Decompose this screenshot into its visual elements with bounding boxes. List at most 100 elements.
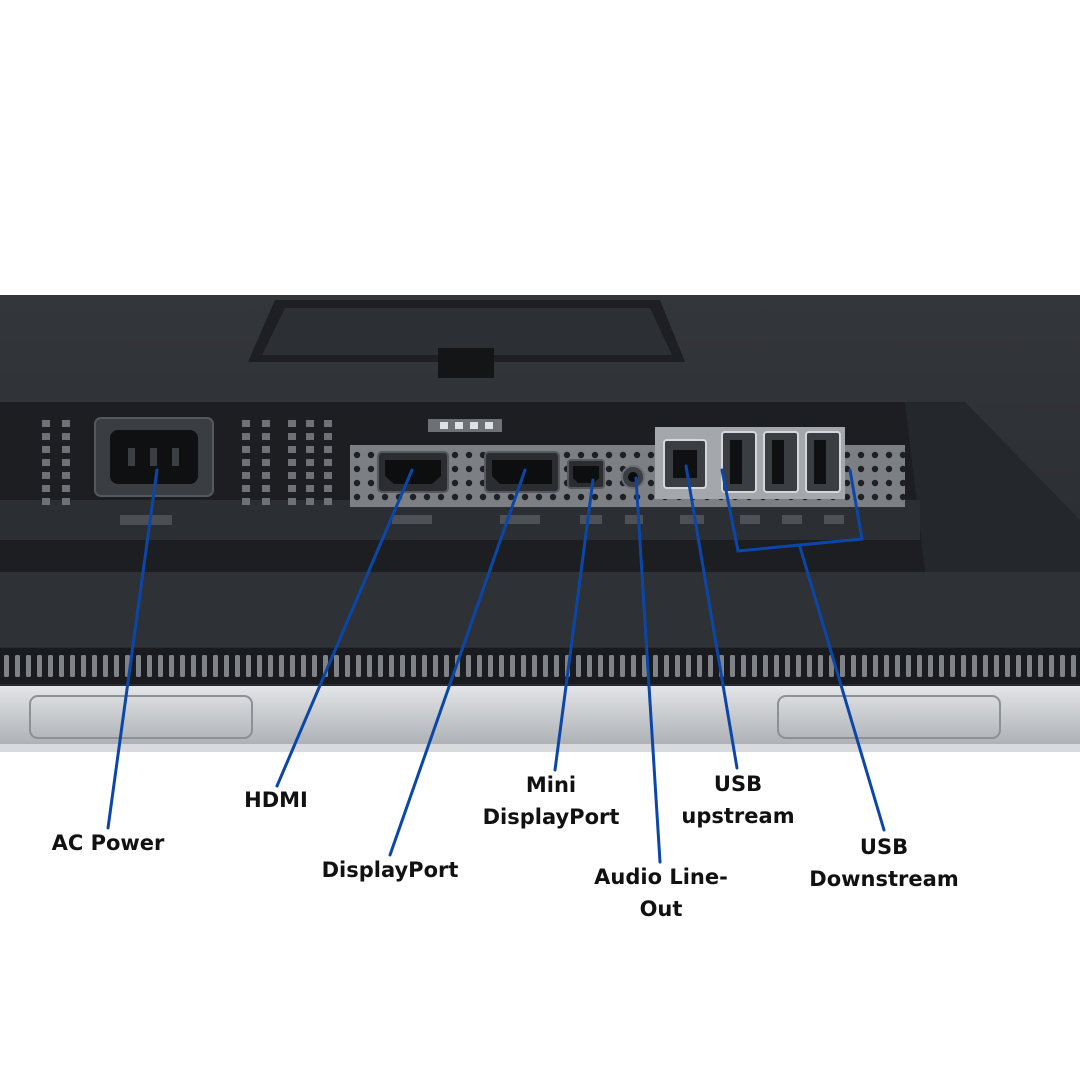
- vent-slot: [697, 655, 702, 677]
- label-mini-displayport: Mini DisplayPort: [482, 773, 620, 829]
- vent-slot: [675, 655, 680, 677]
- vent-slot: [609, 655, 614, 677]
- vent-slot: [1049, 655, 1054, 677]
- vent-slot: [1005, 655, 1010, 677]
- label-usb-upstream: USB upstream: [681, 772, 795, 828]
- vent-slot: [917, 655, 922, 677]
- vent-cell: [306, 433, 314, 440]
- vent-cell: [242, 472, 250, 479]
- port-icon-plate: [625, 515, 643, 524]
- vent-cell: [262, 498, 270, 505]
- vent-cell: [324, 433, 332, 440]
- vent-slot: [862, 655, 867, 677]
- ac-power-label-plate: [120, 515, 172, 525]
- vent-slot: [92, 655, 97, 677]
- vent-slot: [312, 655, 317, 677]
- vent-slot: [235, 655, 240, 677]
- vent-slot: [1071, 655, 1076, 677]
- vent-cell: [42, 433, 50, 440]
- vent-cell: [306, 498, 314, 505]
- usb-downstream-port-2-slot: [772, 440, 784, 484]
- vent-cell: [288, 472, 296, 479]
- trim-foot-right: [777, 695, 1001, 739]
- usb-downstream-port-1-slot: [730, 440, 742, 484]
- vent-cell: [306, 420, 314, 427]
- displayport-port: [492, 460, 552, 484]
- callout-displayport: [388, 468, 527, 857]
- vent-slot: [499, 655, 504, 677]
- hdmi-port: [385, 460, 441, 484]
- indicator-dots: [440, 422, 493, 429]
- side-vent-strips: [42, 420, 332, 505]
- callout-ac-power: [106, 468, 159, 830]
- vent-slot: [532, 655, 537, 677]
- vent-cell: [262, 485, 270, 492]
- vent-slot: [763, 655, 768, 677]
- vent-slot: [158, 655, 163, 677]
- vent-slot: [994, 655, 999, 677]
- vent-slot: [554, 655, 559, 677]
- vent-slot: [191, 655, 196, 677]
- vent-slot: [48, 655, 53, 677]
- vent-slot: [840, 655, 845, 677]
- trim-foot-left: [29, 695, 253, 739]
- vent-cell: [242, 433, 250, 440]
- vent-cell: [324, 420, 332, 427]
- vent-cell: [288, 446, 296, 453]
- vent-cell: [242, 459, 250, 466]
- vent-slot: [642, 655, 647, 677]
- vent-slot: [103, 655, 108, 677]
- vent-cell: [242, 446, 250, 453]
- vent-cell: [306, 485, 314, 492]
- callout-hdmi: [275, 468, 414, 788]
- vent-slot: [433, 655, 438, 677]
- vent-slot: [37, 655, 42, 677]
- vent-cell: [262, 459, 270, 466]
- port-icon-plate: [782, 515, 802, 524]
- vent-slot: [290, 655, 295, 677]
- vent-cell: [288, 498, 296, 505]
- port-icon-plate: [740, 515, 760, 524]
- vent-cell: [62, 498, 70, 505]
- vent-cell: [42, 485, 50, 492]
- mini-displayport-port: [573, 466, 599, 483]
- vent-cell: [306, 472, 314, 479]
- vent-slot: [961, 655, 966, 677]
- vent-slot: [488, 655, 493, 677]
- vent-slot: [972, 655, 977, 677]
- vent-cell: [242, 498, 250, 505]
- vent-slot: [774, 655, 779, 677]
- vent-slot: [301, 655, 306, 677]
- vent-slot: [422, 655, 427, 677]
- label-ac-power: AC Power: [51, 831, 165, 855]
- vent-slot: [521, 655, 526, 677]
- vent-slot: [906, 655, 911, 677]
- vent-slot: [884, 655, 889, 677]
- vent-slot: [983, 655, 988, 677]
- port-icon-plate: [392, 515, 432, 524]
- vent-slot: [1060, 655, 1065, 677]
- vent-slot: [345, 655, 350, 677]
- vent-slot: [81, 655, 86, 677]
- vent-slot: [466, 655, 471, 677]
- vent-slot: [477, 655, 482, 677]
- vent-slot: [378, 655, 383, 677]
- lower-panel: [0, 572, 1080, 647]
- trim-shadow: [0, 744, 1080, 752]
- vent-slot: [818, 655, 823, 677]
- port-icon-plate: [680, 515, 704, 524]
- vent-slot: [213, 655, 218, 677]
- port-well-right-wall: [905, 402, 1080, 580]
- vent-slot: [576, 655, 581, 677]
- callout-usb-downstream-bracket: [720, 468, 864, 553]
- vent-cell: [324, 485, 332, 492]
- vent-cell: [42, 459, 50, 466]
- vent-slot: [851, 655, 856, 677]
- vent-slot: [334, 655, 339, 677]
- vent-cell: [324, 472, 332, 479]
- vent-cell: [62, 433, 70, 440]
- vent-cell: [324, 498, 332, 505]
- stand-recess-inner: [262, 308, 672, 355]
- ac-pin-3: [172, 448, 179, 466]
